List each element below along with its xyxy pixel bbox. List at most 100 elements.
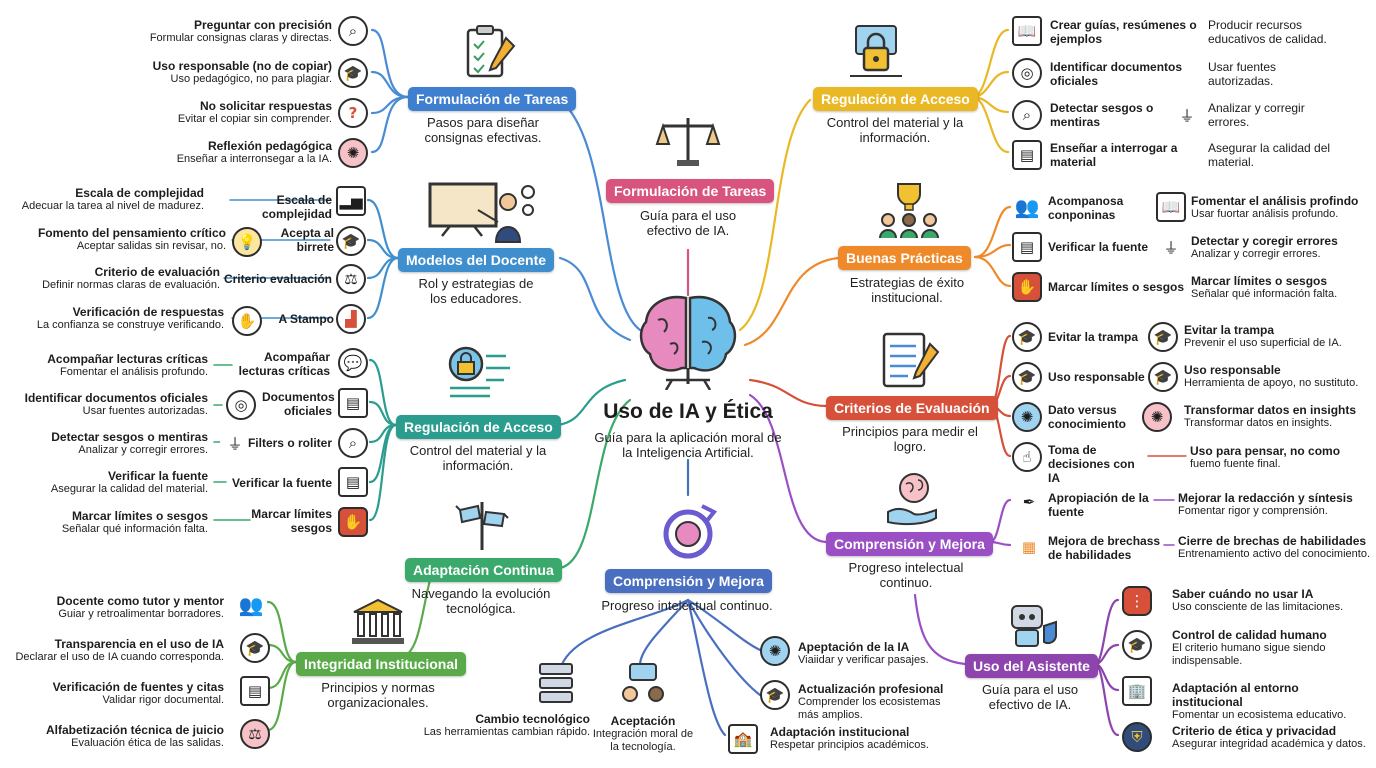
tag-label: Dato versus conocimiento (1048, 403, 1127, 431)
list-item: Crear guías, resúmenes o ejemplos (1050, 18, 1197, 46)
criterios-pill[interactable]: Criterios de Evaluación (826, 396, 998, 420)
ai-chat-icon (622, 663, 664, 702)
tag-label: Toma de decisiones con IA (1048, 443, 1135, 485)
checklist-icon (882, 332, 940, 388)
comprension-right-pill[interactable]: Comprensión y Mejora (826, 532, 993, 556)
stop-icon: ✋ (1012, 272, 1042, 302)
brain-icon: ⚖ (240, 719, 270, 749)
list-item: Uso responsable (no de copiar)Uso pedagó… (152, 59, 332, 85)
school-icon: 🏫 (728, 724, 758, 754)
graduation-cap-icon: 🎓 (240, 633, 270, 663)
bar-chart-icon: ▂▅ (336, 186, 366, 216)
list-item: Enseñar a interrogar a material (1050, 141, 1178, 169)
adaptacion-pill[interactable]: Adaptación Continua (405, 558, 562, 582)
seal-icon: ◎ (226, 390, 256, 420)
tag-label: Escala de complejidad (261, 193, 332, 221)
graduation-cap-icon: 🎓 (338, 58, 368, 88)
tag-label: Verificar la fuente (231, 476, 332, 490)
tag-label: Marcar límites sesgos (251, 507, 332, 535)
list-item: Identificar documentos oficiales (1050, 60, 1183, 88)
scale-icon: ⚖ (336, 264, 366, 294)
list-item-desc: Analizar y corregir errores. (1208, 101, 1305, 129)
server-icon (539, 663, 573, 703)
list-item-desc: Producir recursos educativos de calidad. (1208, 18, 1327, 46)
adaptacion-subtitle: Navegando la evolución tecnológica. (411, 586, 551, 616)
formulacion-left-subtitle: Pasos para diseñar consignas efectivas. (424, 115, 542, 145)
integridad-pill[interactable]: Integridad Institucional (296, 652, 467, 676)
tag-label: Evitar la trampa (1048, 330, 1139, 344)
traffic-light-icon: ⋮ (1122, 586, 1152, 616)
magnifier-icon: ⌕ (1012, 100, 1042, 130)
list-item-desc: Asegurar la calidad del material. (1208, 141, 1331, 169)
modelos-pill[interactable]: Modelos del Docente (398, 248, 555, 272)
graduation-cap-icon: 🎓 (1122, 630, 1152, 660)
document-icon: ▤ (338, 467, 368, 497)
graduation-cap-icon: 🎓 (760, 680, 790, 710)
list-item: Detectar sesgos o mentiras (1050, 101, 1154, 129)
center-subtitle: Guía para la aplicación moral de la Inte… (594, 430, 782, 460)
buenas-pill[interactable]: Buenas Prácticas (838, 246, 971, 270)
graduation-cap-icon: 🎓 (1012, 362, 1042, 392)
asistente-pill[interactable]: Uso del Asistente (965, 654, 1098, 678)
teacher-board-icon (428, 182, 535, 243)
formulacion-left-pill[interactable]: Formulación de Tareas (408, 87, 577, 111)
magnifier-icon: ⌕ (338, 428, 368, 458)
people-icon: 👥 (1012, 192, 1042, 222)
pen-icon: ✒ (1014, 487, 1044, 517)
tag-label: Acompañar lecturas críticas (238, 350, 330, 378)
lightbulb-icon: 💡 (232, 227, 262, 257)
tag-label: Filters o roliter (247, 436, 332, 450)
criterios-subtitle: Principios para medir el logro. (842, 424, 978, 454)
checklist-icon (466, 25, 516, 78)
people-icon: 👥 (236, 590, 266, 620)
brain-icon: ✺ (338, 138, 368, 168)
brain-icon: ✺ (1012, 402, 1042, 432)
seal-icon: ◎ (1012, 58, 1042, 88)
regulacion-right-pill[interactable]: Regulación de Acceso (813, 87, 978, 111)
signpost-icon (455, 502, 509, 550)
list-item-desc: Usar fuentes autorizadas. (1208, 60, 1277, 88)
modelos-subtitle: Rol y estrategias de los educadores. (418, 276, 534, 306)
stamp-icon: ▟ (336, 304, 366, 334)
document-icon: ▤ (1012, 232, 1042, 262)
question-mark-icon: ? (338, 98, 368, 128)
regulacion-left-pill[interactable]: Regulación de Acceso (396, 415, 561, 439)
document-icon: ▤ (240, 676, 270, 706)
building-icon (352, 598, 404, 644)
lock-circuit-icon (448, 346, 510, 398)
tag-label: A Stampo (278, 312, 334, 326)
comprension-center-pill[interactable]: Comprensión y Mejora (605, 569, 772, 593)
formulacion-center-pill[interactable]: Formulación de Tareas (606, 179, 775, 203)
brain-icon (639, 295, 737, 390)
magnifier-icon: ⌕ (338, 16, 368, 46)
graduation-cap-icon: 🎓 (1148, 362, 1178, 392)
comprension-center-subtitle: Progreso intelectual continuo. (601, 598, 773, 613)
tag-label: Uso responsable (1048, 370, 1145, 384)
stop-icon: ✋ (338, 507, 368, 537)
asistente-subtitle: Guía para el uso efectivo de IA. (981, 682, 1079, 712)
blocks-icon: ▦ (1014, 532, 1044, 562)
tag-label: Mejora de brechass de habilidades (1048, 534, 1161, 562)
scale-icon (655, 118, 721, 166)
